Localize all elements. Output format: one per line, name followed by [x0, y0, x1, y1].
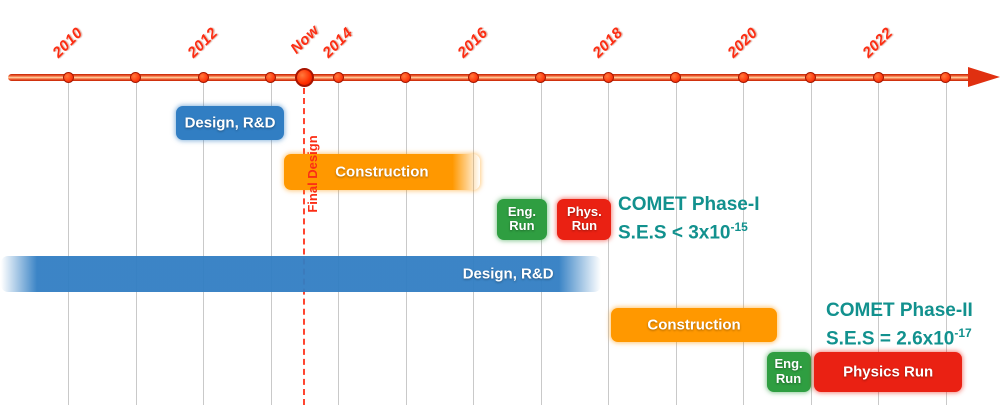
gridline [878, 80, 879, 405]
phase-bar-fill [284, 154, 480, 190]
year-label: 2016 [454, 24, 492, 62]
year-label: 2022 [859, 24, 897, 62]
year-tick-dot [130, 72, 141, 83]
gridline [675, 80, 677, 405]
phase-bar: Design, R&D [176, 106, 284, 140]
gridline [743, 80, 744, 405]
now-label: Now [287, 21, 323, 58]
year-tick-dot [467, 72, 479, 83]
year-tick-dot [670, 72, 681, 83]
year-tick-dot [265, 72, 276, 83]
year-tick-dot [602, 72, 614, 83]
phase-bar-label: Design, R&D [184, 114, 276, 132]
gridline [338, 80, 339, 405]
gridline [945, 80, 947, 405]
phase-bar-fill [176, 106, 284, 140]
phase-bar: Design, R&D [0, 256, 602, 292]
year-label: 2012 [184, 24, 222, 62]
arrow-right-icon [968, 67, 1000, 87]
phase-bar-label: Eng. Run [774, 356, 803, 386]
phase-bar-fill [766, 352, 811, 392]
year-tick-dot [62, 72, 74, 83]
year-tick-dot [197, 72, 209, 83]
gridline [203, 80, 204, 405]
year-tick-dot [400, 72, 411, 83]
phase-bar: Eng. Run [496, 199, 548, 240]
gridline [405, 80, 407, 405]
now-marker-dot [295, 68, 314, 87]
gridline [270, 80, 272, 405]
phase-bar-fill [611, 308, 777, 342]
phase-bar-label: Construction [335, 163, 429, 181]
phase1-ses: S.E.S < 3x10-15 [618, 216, 759, 244]
phase-bar-fill [496, 199, 548, 240]
phase1-title: COMET Phase-I [618, 194, 760, 215]
phase-bar-label: Construction [647, 316, 741, 334]
phase-bar: Eng. Run [766, 352, 811, 392]
phase-bar-label: Physics Run [843, 363, 934, 381]
phase-bar-label: Eng. Run [507, 203, 537, 234]
year-label: 2010 [49, 24, 87, 62]
comet-phase1-annotation: COMET Phase-I S.E.S < 3x10-15 [618, 193, 759, 244]
phase-bar-label: Phys. Run [567, 203, 602, 234]
phase-bar: Construction [284, 154, 480, 190]
phase-bar-fill [813, 352, 963, 392]
phase-bar-fill [0, 256, 602, 292]
year-label: 2014 [319, 24, 357, 62]
phase1-ses-base: S.E.S < 3x10 [618, 222, 731, 244]
phase2-ses: S.E.S = 2.6x10-17 [826, 322, 973, 350]
year-tick-dot [332, 72, 344, 83]
final-design-label: Final Design [305, 135, 320, 213]
gridline [68, 80, 69, 405]
phase2-ses-exponent: -17 [954, 326, 972, 340]
gridline [135, 80, 137, 405]
year-tick-dot [737, 72, 749, 83]
phase-bar: Phys. Run [557, 199, 612, 240]
gridline [608, 80, 609, 405]
comet-phase2-annotation: COMET Phase-II S.E.S = 2.6x10-17 [826, 299, 973, 350]
gridline [810, 80, 812, 405]
phase-bar: Construction [611, 308, 777, 342]
gridline [473, 80, 474, 405]
timeline-axis [8, 74, 974, 81]
year-tick-dot [872, 72, 884, 83]
phase-bar-fill [557, 199, 612, 240]
phase1-ses-exponent: -15 [730, 220, 748, 234]
year-tick-dot [805, 72, 816, 83]
year-tick-dot [535, 72, 546, 83]
phase2-title: COMET Phase-II [826, 300, 973, 321]
now-dashed-line [303, 88, 305, 405]
phase2-ses-base: S.E.S = 2.6x10 [826, 328, 955, 350]
year-label: 2018 [589, 24, 627, 62]
year-label: 2020 [724, 24, 762, 62]
phase-bar: Physics Run [813, 352, 963, 392]
gridline [540, 80, 542, 405]
phase-bar-label: Design, R&D [462, 265, 554, 283]
year-tick-dot [940, 72, 951, 83]
